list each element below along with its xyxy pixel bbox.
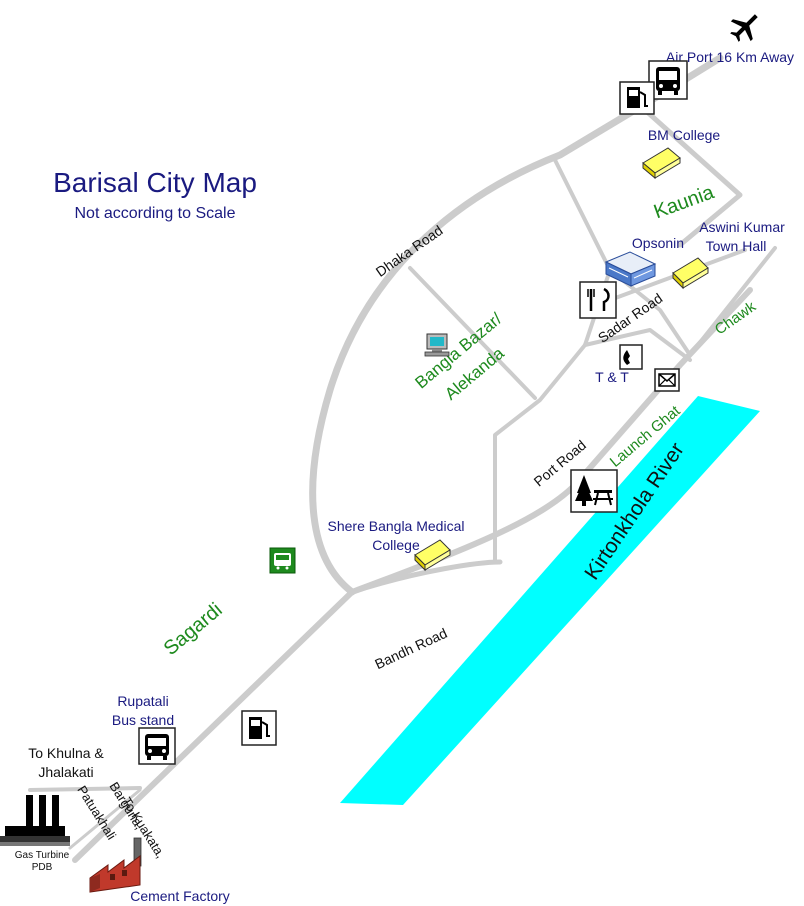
power-plant-icon: [0, 795, 70, 846]
aswini-kumar-label: Aswini Kumar: [699, 219, 785, 235]
khulna-road: [28, 786, 142, 792]
fuel-pump-icon: [619, 81, 655, 115]
dhaka-road-label: Dhaka Road: [373, 222, 446, 280]
inner-curve-road: [349, 559, 503, 595]
kuakata-label: To Kuakata,: [119, 795, 168, 861]
medical-college-label-1: Shere Bangla Medical: [328, 518, 465, 534]
town-hall-label: Town Hall: [706, 238, 767, 254]
khulna-label-2: Jhalakati: [38, 764, 93, 780]
map-subtitle: Not according to Scale: [75, 205, 236, 222]
alekanda-road: [408, 266, 537, 400]
gas-turbine-label-1: Gas Turbine: [15, 850, 70, 861]
patuakhali-road: [68, 788, 142, 850]
bm-college-label: BM College: [648, 127, 721, 143]
kaunia-label: Kaunia: [651, 181, 718, 223]
rupatali-bus-icon: [138, 727, 176, 765]
bandh-road-label: Bandh Road: [372, 625, 449, 672]
opsonin-building-icon: [604, 251, 657, 287]
mail-icon: [654, 368, 680, 392]
medical-college-label-2: College: [372, 537, 420, 553]
sadar-link-road: [583, 328, 692, 362]
sagardi-label: Sagardi: [160, 599, 227, 660]
tt-label: T & T: [595, 369, 629, 385]
restaurant-icon: [579, 281, 617, 319]
bus-stop-icon: [269, 547, 296, 574]
town-hall-road: [688, 246, 777, 357]
telephone-icon: [619, 344, 643, 370]
dhaka-road-loop: [309, 54, 724, 596]
airport-label: Air Port 16 Km Away: [666, 49, 794, 65]
kirtonkhola-river: [340, 396, 760, 805]
kaunia-road: [642, 107, 743, 248]
map-title: Barisal City Map: [53, 167, 257, 198]
cement-factory-label: Cement Factory: [130, 888, 230, 904]
airplane-icon: [730, 14, 758, 42]
rupatali-label-1: Rupatali: [117, 693, 168, 709]
town-hall-building-icon: [672, 257, 709, 290]
medical-college-building-icon: [414, 539, 451, 572]
rupatali-label-2: Bus stand: [112, 712, 174, 728]
fuel-pump-south-icon: [241, 710, 277, 746]
bus-icon: [648, 60, 688, 100]
computer-icon: [424, 333, 450, 357]
opsonin-label: Opsonin: [632, 235, 684, 251]
khulna-label-1: To Khulna &: [28, 745, 104, 761]
building-icon: [642, 147, 681, 180]
central-cross-road: [493, 158, 612, 564]
factory-icon: [89, 837, 142, 893]
gas-turbine-label-2: PDB: [32, 862, 53, 873]
park-icon: [570, 469, 618, 513]
